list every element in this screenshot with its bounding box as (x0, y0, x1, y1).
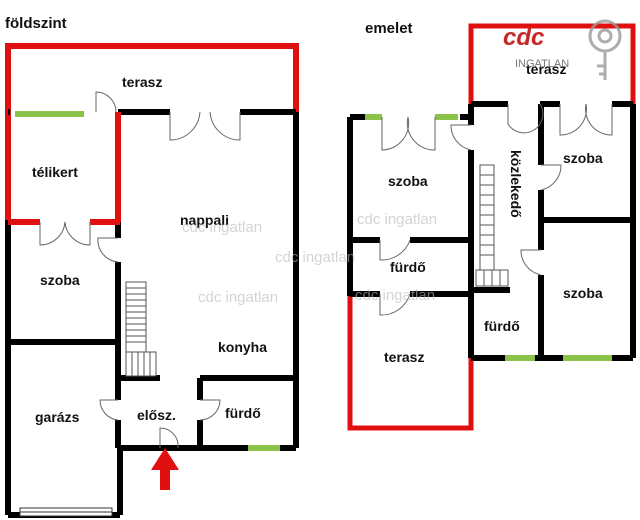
garage-door (19, 507, 113, 517)
upper-floor: emelet (347, 20, 636, 431)
watermark: cdc ingatlan (357, 211, 437, 228)
room-label-upper-szoba-right-top: szoba (563, 150, 603, 166)
room-label-upper-terasz-bottom: terasz (384, 349, 424, 365)
watermark: cdc ingatlan (275, 249, 355, 266)
entrance-arrow-icon (151, 448, 179, 490)
room-label-upper-furdo-mid: fürdő (484, 318, 520, 334)
watermarks: cdc ingatlan cdc ingatlan cdc ingatlan c… (182, 211, 437, 306)
room-label-konyha: konyha (218, 339, 267, 355)
room-label-szoba: szoba (40, 272, 80, 288)
upper-stairs (475, 164, 509, 287)
room-label-kozlekedo: közlekedő (508, 150, 524, 218)
room-label-terasz: terasz (122, 74, 162, 90)
upper-terrace-outlines (347, 23, 636, 431)
room-label-upper-furdo-left: fürdő (390, 259, 426, 275)
ground-walls (5, 109, 299, 518)
room-label-furdo: fürdő (225, 405, 261, 421)
watermark: cdc ingatlan (355, 287, 435, 304)
room-label-upper-szoba-left: szoba (388, 173, 428, 189)
ground-doors (39, 91, 241, 449)
ground-windows (15, 111, 280, 451)
key-icon (588, 19, 622, 80)
cdc-logo: cdc INGATLAN (503, 19, 622, 80)
watermark: cdc ingatlan (198, 289, 278, 306)
ground-stairs (125, 281, 157, 377)
watermark: cdc ingatlan (182, 219, 262, 236)
ground-floor-title: földszint (5, 15, 67, 32)
upper-floor-title: emelet (365, 20, 413, 37)
room-label-nappali: nappali (180, 212, 229, 228)
ground-terrace-outline (5, 43, 299, 225)
ground-red-partition (8, 112, 121, 225)
room-label-eloszoba: elősz. (137, 407, 176, 423)
room-label-telikert: télikert (32, 164, 78, 180)
upper-windows (365, 114, 612, 361)
upper-doors (379, 103, 613, 316)
logo-sub: INGATLAN (515, 58, 569, 70)
room-label-garazs: garázs (35, 409, 80, 425)
room-label-upper-terasz-top: terasz (526, 61, 566, 77)
ground-floor: földszint (5, 15, 299, 518)
room-label-upper-szoba-right-bottom: szoba (563, 285, 603, 301)
logo-brand: cdc (503, 24, 544, 51)
